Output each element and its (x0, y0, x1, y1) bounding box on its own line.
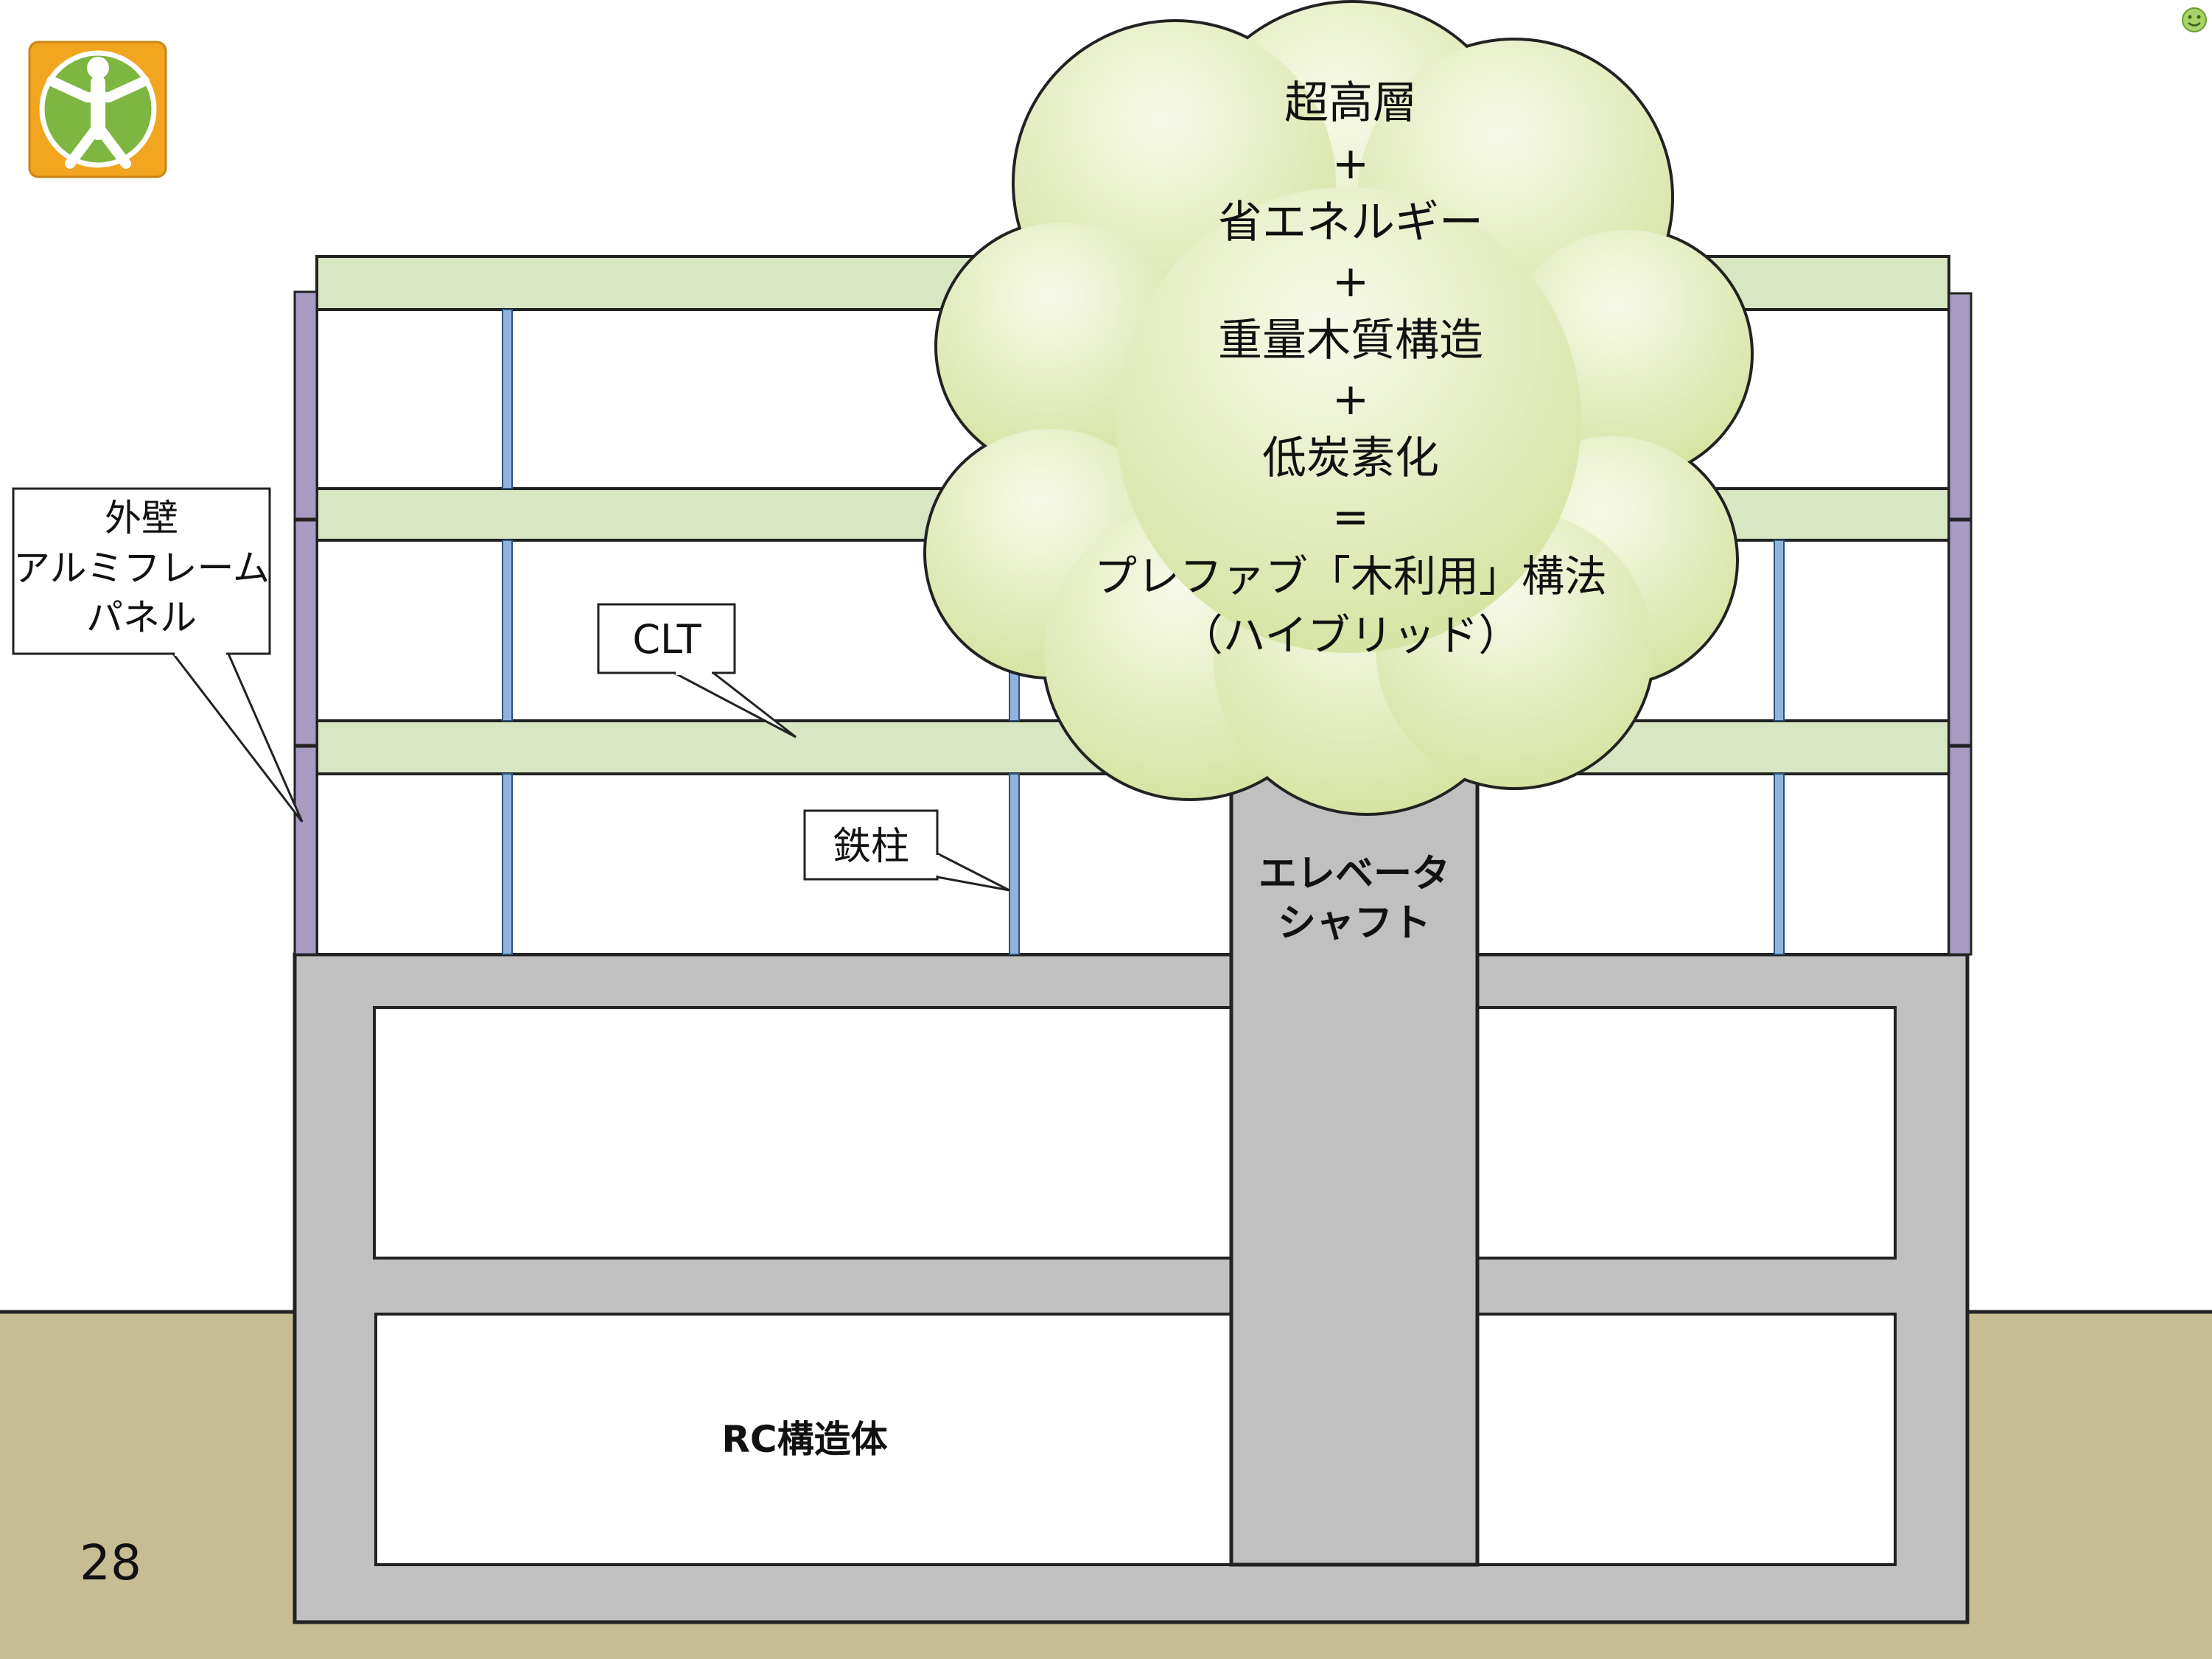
floor-zone-3 (315, 772, 1950, 956)
callout-exterior-wall-line3: パネル (86, 596, 197, 639)
callout-clt-label: CLT (632, 616, 701, 663)
cloud-line-6: + (1332, 374, 1369, 425)
callout-exterior-wall-line2: アルミフレーム (13, 547, 270, 590)
elevator-shaft-label-line1: エレベータ (1259, 852, 1450, 896)
vitruvian-man-logo-icon (28, 41, 167, 178)
cloud-line-3: 省エネルギー (1218, 197, 1483, 248)
exterior-panel-right (1947, 745, 1973, 956)
cloud-line-10: （ハイブリッド） (1180, 610, 1522, 660)
basement-room-lower-right (1476, 1313, 1897, 1566)
rc-structure (293, 952, 1970, 1624)
basement-room-upper-left (373, 1006, 1233, 1260)
cloud-bubble: 超高層 + 省エネルギー + 重量木質構造 + 低炭素化 = プレファブ「木利用… (923, 0, 1754, 816)
cloud-line-7: 低炭素化 (1262, 433, 1439, 484)
callout-steel-column: 鉄柱 (803, 809, 1010, 892)
elevator-shaft-label-line2: シャフト (1278, 901, 1431, 946)
cloud-line-4: + (1332, 256, 1369, 307)
cloud-line-1: 超高層 (1284, 77, 1417, 129)
steel-column (502, 539, 513, 722)
page-number: 28 (80, 1534, 141, 1591)
steel-column (502, 309, 513, 489)
smiley-icon (2182, 7, 2207, 32)
basement-room-upper-right (1476, 1006, 1897, 1260)
rc-structure-label: RC構造体 (721, 1418, 887, 1461)
basement-room-lower-left (374, 1313, 1234, 1566)
exterior-panel-right (1947, 519, 1973, 747)
exterior-panel-right (1947, 292, 1973, 520)
exterior-panels (293, 290, 1973, 956)
cloud-line-5: 重量木質構造 (1218, 315, 1483, 366)
callout-clt: CLT (597, 603, 797, 738)
steel-column (1009, 773, 1020, 955)
steel-column (502, 773, 513, 955)
exterior-panel-left (293, 745, 318, 956)
steel-column (1774, 539, 1785, 722)
cloud-line-9: プレファブ「木利用」構法 (1094, 551, 1607, 601)
elevator-shaft (1229, 746, 1480, 1567)
steel-columns (502, 309, 1785, 955)
exterior-panel-left (293, 290, 318, 520)
cloud-line-2: + (1332, 138, 1369, 189)
callout-steel-column-label: 鉄柱 (833, 825, 909, 869)
cloud-line-8: = (1332, 492, 1369, 543)
callout-exterior-wall-line1: 外壁 (105, 497, 178, 539)
steel-column (1774, 773, 1785, 955)
callout-exterior-wall: 外壁 アルミフレーム パネル (12, 487, 304, 822)
exterior-panel-left (293, 519, 318, 747)
